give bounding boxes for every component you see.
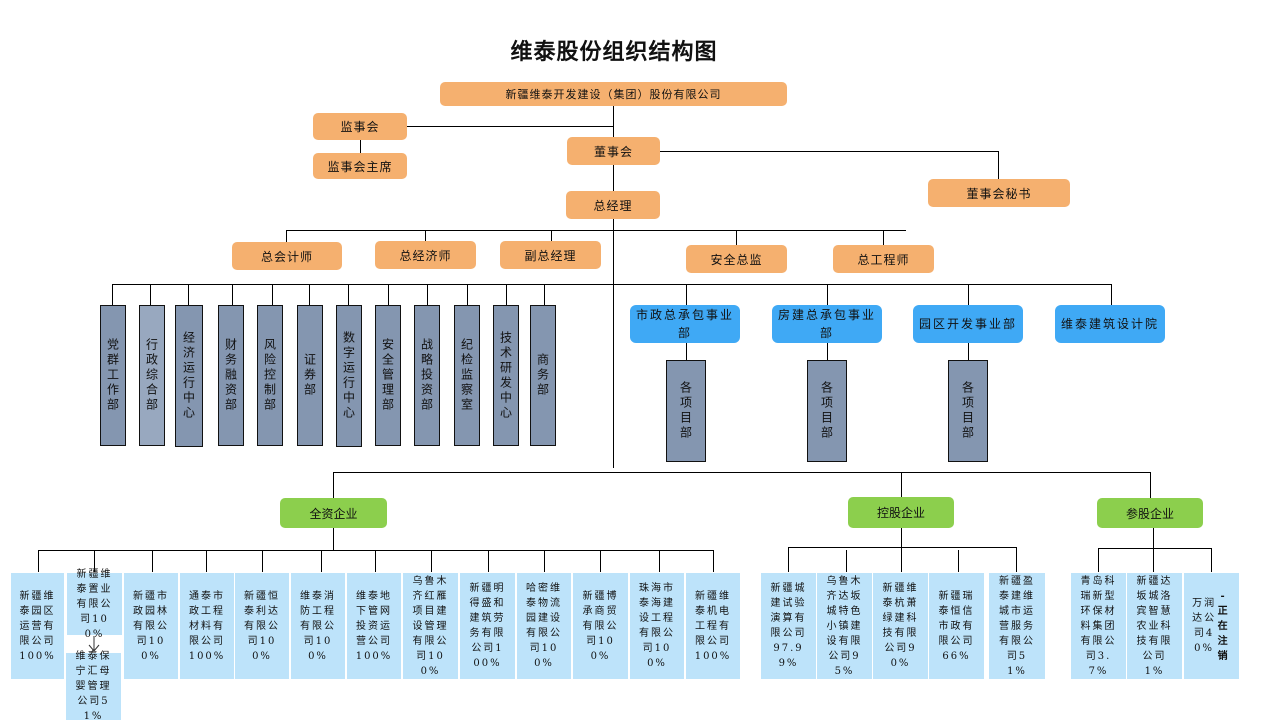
dept-label: 商务部 [535,353,550,398]
unit-municipal[interactable]: 市政总承包事业部 [630,305,740,343]
dept-box[interactable]: 证券部 [297,305,323,446]
company-name: 新疆维泰机电工程有限公司100% [694,590,732,662]
chart-title: 维泰股份组织结构图 [510,40,718,65]
company-box[interactable]: 乌鲁木齐红雁项目建设管理有限公司100% [403,573,458,679]
company-name: 珠海市泰海建设工程有限公司100% [639,583,675,669]
company-box[interactable]: 新疆市政园林有限公司100% [124,573,178,679]
dept-label: 战略投资部 [419,338,434,413]
dept-label: 党群工作部 [105,338,120,413]
node-safety-director[interactable]: 安全总监 [686,245,787,273]
company-note: -正在注销 [1217,590,1230,662]
company-name: 新疆恒泰利达有限公司100% [244,590,280,662]
company-box[interactable]: 青岛科瑞新型环保材料集团有限公司3.7% [1071,573,1126,679]
project-depts-label: 各项目部 [819,381,834,441]
group-participating[interactable]: 参股企业 [1097,498,1203,528]
dept-label: 数字运行中心 [341,331,356,421]
company-box[interactable]: 新疆维泰园区运营有限公司100% [11,573,64,679]
node-deputy-gm[interactable]: 副总经理 [500,241,601,269]
dept-box[interactable]: 商务部 [530,305,556,446]
company-name: 新疆维泰杭萧绿建科技有限公司90% [882,583,919,669]
company-box[interactable]: 新疆明得盛和建筑劳务有限公司100% [460,573,515,679]
node-supervisory-chair[interactable]: 监事会主席 [313,153,407,179]
node-general-manager[interactable]: 总经理 [566,191,660,219]
company-box[interactable]: 珠海市泰海建设工程有限公司100% [630,573,684,679]
company-name: 新疆达坂城洛宾智慧农业科技有限公司1% [1136,575,1173,677]
company-box[interactable]: 通泰市政工程材料有限公司100% [180,573,234,679]
dept-box[interactable]: 数字运行中心 [336,305,362,447]
project-depts-box[interactable]: 各项目部 [948,360,988,462]
company-name: 新疆维泰园区运营有限公司100% [19,590,56,662]
company-box[interactable]: 维泰地下管网投资运营公司100% [347,573,401,679]
dept-box[interactable]: 行政综合部 [139,305,165,446]
company-name: 青岛科瑞新型环保材料集团有限公司3.7% [1080,575,1117,677]
company-box[interactable]: 新疆维泰杭萧绿建科技有限公司90% [873,573,928,679]
company-box[interactable]: 新疆维泰机电工程有限公司100% [686,573,740,679]
unit-housing[interactable]: 房建总承包事业部 [772,305,882,343]
node-board[interactable]: 董事会 [567,137,660,165]
dept-label: 行政综合部 [144,338,159,413]
company-name: 新疆瑞泰恒信市政有限公司66% [938,590,975,662]
node-chief-economist[interactable]: 总经济师 [375,241,476,269]
subsidiary-box[interactable]: 维泰保宁汇母婴管理公司51% [66,651,121,722]
dept-box[interactable]: 党群工作部 [100,305,126,446]
dept-label: 经济运行中心 [181,331,196,421]
node-chief-accountant[interactable]: 总会计师 [232,242,342,270]
company-box[interactable]: 新疆瑞泰恒信市政有限公司66% [929,573,984,679]
company-name: 新疆城建试验演算有限公司97.99% [770,583,807,669]
company-box[interactable]: 新疆盈泰建维城市运营服务有限公司51% [989,573,1045,679]
node-board-secretary[interactable]: 董事会秘书 [928,179,1070,207]
dept-box[interactable]: 技术研发中心 [493,305,519,446]
company-name: 新疆博承商贸有限公司100% [582,590,619,662]
company-box[interactable]: 新疆博承商贸有限公司100% [573,573,628,679]
dept-box[interactable]: 纪检监察室 [454,305,480,446]
company-name: 乌鲁木齐达坂城特色小镇建设有限公司95% [826,575,863,677]
dept-box[interactable]: 风险控制部 [257,305,283,446]
unit-park-development[interactable]: 园区开发事业部 [913,305,1023,343]
company-name: 维泰保宁汇母婴管理公司51% [75,651,112,722]
company-name: 万润达公司40% [1192,598,1217,654]
project-depts-label: 各项目部 [960,381,975,441]
company-box[interactable]: 新疆维泰置业有限公司100% [67,569,122,640]
company-box[interactable]: 新疆城建试验演算有限公司97.99% [761,573,816,679]
dept-label: 纪检监察室 [459,338,474,413]
dept-box[interactable]: 战略投资部 [414,305,440,446]
company-name: 乌鲁木齐红雁项目建设管理有限公司100% [412,575,449,677]
dept-box[interactable]: 经济运行中心 [175,305,203,447]
node-chief-engineer[interactable]: 总工程师 [833,245,934,273]
dept-label: 技术研发中心 [498,330,513,421]
project-depts-box[interactable]: 各项目部 [807,360,847,462]
project-depts-label: 各项目部 [678,381,693,441]
group-wholly-owned[interactable]: 全资企业 [280,498,387,528]
dept-box[interactable]: 安全管理部 [375,305,401,446]
dept-label: 风险控制部 [262,338,277,413]
company-name: 新疆市政园林有限公司100% [133,590,169,662]
company-box[interactable]: 维泰消防工程有限公司100% [291,573,345,679]
company-name: 新疆明得盛和建筑劳务有限公司100% [469,583,506,669]
dept-box[interactable]: 财务融资部 [218,305,244,446]
company-box[interactable]: 哈密维泰物流园建设有限公司100% [517,573,571,679]
company-box[interactable]: 乌鲁木齐达坂城特色小镇建设有限公司95% [817,573,872,679]
dept-label: 财务融资部 [223,338,238,413]
company-box[interactable]: 新疆达坂城洛宾智慧农业科技有限公司1% [1127,573,1182,679]
project-depts-box[interactable]: 各项目部 [666,360,706,462]
node-parent-company[interactable]: 新疆维泰开发建设（集团）股份有限公司 [440,82,787,106]
company-name: 维泰地下管网投资运营公司100% [355,590,393,662]
company-name: 新疆维泰置业有限公司100% [76,568,113,640]
company-name: 哈密维泰物流园建设有限公司100% [526,583,562,669]
unit-design-institute[interactable]: 维泰建筑设计院 [1055,305,1165,343]
dept-label: 证券部 [302,353,317,398]
dept-label: 安全管理部 [380,338,395,413]
node-supervisory-board[interactable]: 监事会 [313,113,407,140]
company-box[interactable]: 新疆恒泰利达有限公司100% [235,573,289,679]
company-name: 新疆盈泰建维城市运营服务有限公司51% [999,575,1035,677]
group-holding[interactable]: 控股企业 [848,497,954,528]
company-name: 通泰市政工程材料有限公司100% [188,590,226,662]
company-box[interactable]: 万润达公司40%-正在注销 [1184,573,1239,679]
company-name: 维泰消防工程有限公司100% [300,590,336,662]
